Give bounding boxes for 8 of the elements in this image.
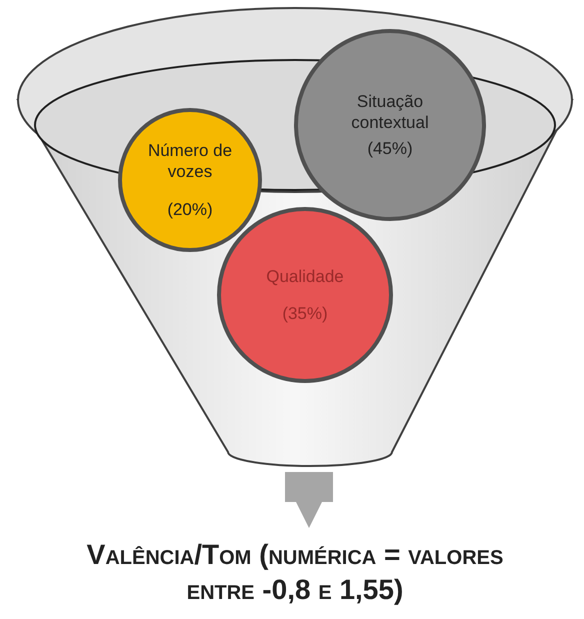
circle-label: Situação contextual [350, 91, 430, 134]
arrow [285, 472, 333, 528]
circle-label: Qualidade [265, 266, 345, 287]
result-text: Valência/Tom (numérica = valores entre -0,8 e 1,55) [86, 538, 504, 607]
circle-label: Número de vozes [146, 140, 234, 183]
circle-label: (35%) [281, 303, 329, 324]
circle-label: (45%) [366, 138, 414, 159]
circle-label: (20%) [166, 198, 214, 220]
